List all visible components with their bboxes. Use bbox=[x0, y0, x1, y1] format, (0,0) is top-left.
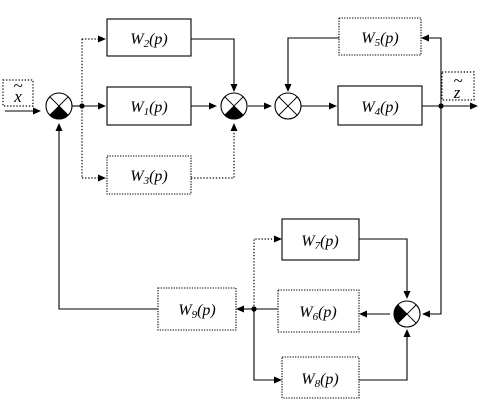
block-w3: W3(p) bbox=[106, 155, 192, 195]
arrowhead bbox=[230, 123, 238, 131]
w8-to-sum3 bbox=[359, 332, 408, 381]
arrowhead bbox=[403, 291, 411, 299]
node-to-w7 bbox=[253, 238, 277, 309]
summing-junction-3 bbox=[393, 300, 421, 328]
block-w7-label: W7(p) bbox=[301, 233, 338, 252]
block-w7: W7(p) bbox=[281, 218, 360, 261]
output-to-w5 bbox=[426, 37, 442, 106]
branch-nodes bbox=[79, 103, 444, 312]
arrowhead bbox=[403, 329, 411, 337]
arrowhead bbox=[274, 235, 282, 243]
block-w2-label: W2(p) bbox=[130, 31, 167, 50]
block-w6-label: W6(p) bbox=[299, 304, 336, 323]
node-to-w8 bbox=[253, 309, 277, 381]
block-w5: W5(p) bbox=[338, 17, 422, 56]
block-w4: W4(p) bbox=[337, 85, 423, 126]
output-signal-frame bbox=[441, 71, 475, 101]
block-w9: W9(p) bbox=[157, 287, 237, 331]
output-signal-label: z bbox=[453, 83, 461, 102]
arrowhead bbox=[422, 310, 430, 318]
block-w1: W1(p) bbox=[106, 86, 192, 126]
arrowhead bbox=[274, 376, 282, 384]
arrowhead bbox=[329, 102, 337, 110]
w5-to-mult bbox=[287, 37, 339, 89]
arrowhead bbox=[421, 34, 429, 42]
block-w3-label: W3(p) bbox=[130, 168, 167, 187]
output-to-sum3 bbox=[423, 106, 442, 315]
summing-junction-1 bbox=[45, 92, 73, 120]
block-w5-label: W5(p) bbox=[361, 30, 398, 49]
arrowhead bbox=[236, 305, 244, 313]
arrowhead bbox=[359, 310, 367, 318]
input-signal: x ~ bbox=[2, 76, 34, 107]
w3-to-sum2 bbox=[191, 127, 235, 179]
arrowhead bbox=[98, 174, 106, 182]
block-w9-label: W9(p) bbox=[178, 302, 215, 321]
arrowhead bbox=[264, 102, 272, 110]
input-tilde: ~ bbox=[13, 76, 22, 95]
output-tilde: ~ bbox=[453, 71, 462, 90]
arrowhead bbox=[98, 35, 106, 43]
arrowhead bbox=[98, 102, 106, 110]
arrowhead bbox=[230, 84, 238, 92]
branch-node bbox=[251, 306, 257, 312]
block-w2: W2(p) bbox=[106, 18, 192, 57]
summing-junction-2 bbox=[220, 92, 248, 120]
w9-to-sum1 bbox=[58, 127, 158, 310]
arrowhead bbox=[55, 123, 63, 131]
block-w6: W6(p) bbox=[277, 289, 360, 333]
block-w4-label: W4(p) bbox=[361, 99, 398, 118]
block-w1-label: W1(p) bbox=[130, 99, 167, 118]
w2-to-sum2 bbox=[191, 38, 235, 89]
arrowheads bbox=[33, 34, 478, 384]
input-signal-label: x bbox=[13, 87, 22, 106]
arrowhead bbox=[209, 102, 217, 110]
block-w8-label: W8(p) bbox=[301, 371, 338, 390]
multiplier-junction bbox=[274, 92, 302, 120]
branch-node bbox=[438, 103, 444, 109]
arrowhead bbox=[33, 107, 41, 115]
output-signal: z ~ bbox=[441, 71, 475, 102]
block-w8: W8(p) bbox=[281, 356, 360, 399]
branch-node bbox=[79, 103, 85, 109]
arrowhead bbox=[284, 84, 292, 92]
arrowhead bbox=[470, 102, 478, 110]
w7-to-sum3 bbox=[359, 238, 408, 296]
